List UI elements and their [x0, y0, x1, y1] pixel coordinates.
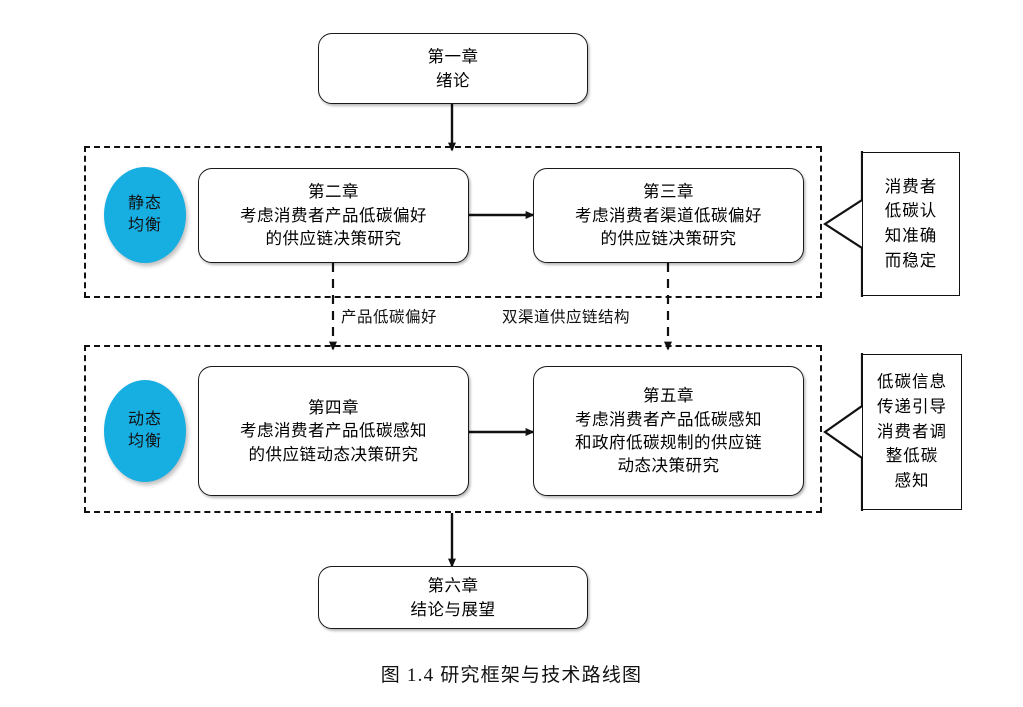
bubble-static-line1: 静态 — [127, 195, 162, 213]
note-box-static[interactable]: 消费者 低碳认 知准确 而稳定 — [862, 152, 960, 296]
node-chapter-5-line4: 动态决策研究 — [617, 456, 720, 476]
node-chapter-6-line2: 结论与展望 — [410, 599, 496, 619]
node-chapter-6-title: 第六章 — [427, 576, 479, 596]
note-static-line3: 知准确 — [884, 226, 938, 245]
node-chapter-3-line3: 的供应链决策研究 — [600, 229, 737, 249]
node-chapter-2-line2: 考虑消费者产品低碳偏好 — [240, 205, 427, 225]
note-dynamic-line3: 消费者调 — [877, 421, 947, 441]
note-dynamic-line2: 传递引导 — [877, 396, 947, 416]
note-static-line4: 而稳定 — [884, 250, 938, 270]
note-dynamic-line1: 低碳信息 — [877, 372, 947, 392]
note-static-line2: 低碳认 — [884, 201, 938, 221]
node-chapter-5-line3: 和政府低碳规制的供应链 — [575, 433, 762, 452]
node-chapter-5[interactable]: 第五章 考虑消费者产品低碳感知 和政府低碳规制的供应链 动态决策研究 — [533, 366, 804, 496]
region-dynamic-equilibrium — [84, 345, 822, 513]
edge-label-dual-channel-supply-chain-structure: 双渠道供应链结构 — [502, 309, 631, 326]
figure-caption: 图 1.4 研究框架与技术路线图 — [380, 665, 643, 686]
note-dynamic-line5: 感知 — [894, 471, 930, 491]
bubble-static-line2: 均衡 — [127, 217, 162, 234]
node-chapter-5-title: 第五章 — [643, 386, 694, 406]
node-chapter-2-line3: 的供应链决策研究 — [265, 229, 402, 249]
node-chapter-3-line2: 考虑消费者渠道低碳偏好 — [575, 205, 762, 225]
node-chapter-1[interactable]: 第一章 绪论 — [318, 33, 588, 104]
annotation-static-consumer-cognition: 消费者 低碳认 知准确 而稳定 — [822, 150, 967, 298]
node-chapter-4-line3: 的供应链动态决策研究 — [248, 444, 419, 464]
note-static-line1: 消费者 — [884, 176, 938, 196]
bubble-dynamic-line1: 动态 — [127, 411, 162, 429]
node-chapter-3-title: 第三章 — [643, 182, 694, 202]
node-chapter-4-line2: 考虑消费者产品低碳感知 — [240, 421, 427, 441]
node-chapter-4-title: 第四章 — [308, 397, 359, 417]
note-box-dynamic[interactable]: 低碳信息 传递引导 消费者调 整低碳 感知 — [862, 354, 962, 510]
bubble-static-equilibrium: 静态 均衡 — [104, 167, 186, 263]
note-dynamic-line4: 整低碳 — [885, 446, 939, 466]
node-chapter-6[interactable]: 第六章 结论与展望 — [318, 566, 588, 629]
node-chapter-2[interactable]: 第二章 考虑消费者产品低碳偏好 的供应链决策研究 — [198, 168, 469, 263]
node-chapter-1-title: 第一章 — [427, 47, 479, 67]
edge-label-product-low-carbon-preference: 产品低碳偏好 — [341, 309, 438, 326]
node-chapter-4[interactable]: 第四章 考虑消费者产品低碳感知 的供应链动态决策研究 — [198, 366, 469, 496]
node-chapter-2-title: 第二章 — [308, 182, 359, 202]
node-chapter-1-line2: 绪论 — [436, 70, 470, 90]
node-chapter-5-line2: 考虑消费者产品低碳感知 — [575, 409, 762, 429]
node-chapter-3[interactable]: 第三章 考虑消费者渠道低碳偏好 的供应链决策研究 — [533, 168, 804, 263]
bubble-dynamic-line2: 均衡 — [127, 433, 162, 450]
annotation-dynamic-information-transfer: 低碳信息 传递引导 消费者调 整低碳 感知 — [822, 352, 977, 512]
bubble-dynamic-equilibrium: 动态 均衡 — [104, 380, 186, 482]
